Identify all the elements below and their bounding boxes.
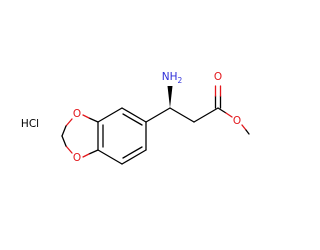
amine-label-main: NH	[162, 71, 178, 83]
amine-label: NH2	[162, 71, 183, 85]
stereo-wedge-bond	[167, 86, 173, 108]
ring-bond-c4-c5	[97, 149, 123, 165]
bond-o2-ch2	[65, 145, 73, 154]
chemical-structure-diagram: NH2 O O O O HCl	[21, 71, 250, 165]
benzene-ring	[97, 107, 147, 165]
carbonyl-oxygen-label: O	[214, 71, 222, 83]
hcl-salt-label: HCl	[21, 118, 39, 130]
ring-bond-c1-c2-inner	[122, 113, 143, 126]
bond-ester-o-to-methyl-carbon	[245, 129, 250, 135]
ring-bond-c6-c1	[97, 107, 123, 123]
side-chain	[145, 85, 250, 135]
ester-oxygen-label: O	[233, 115, 241, 127]
ring-bond-c1-c2	[121, 107, 147, 123]
bond-ch2-to-carbonyl	[193, 107, 219, 123]
bond-ring-to-chiral-carbon	[145, 107, 171, 123]
bond-o1-ch2	[65, 118, 73, 127]
ring-bond-c3-c4	[121, 149, 147, 165]
bond-c5-o2	[88, 149, 99, 155]
amine-label-subscript: 2	[177, 76, 182, 85]
bond-c6-o1-hetero	[82, 114, 90, 119]
bond-c6-o1	[88, 117, 99, 123]
bond-chiral-to-ch2	[169, 107, 195, 123]
ring-bond-c3-c4-inner	[122, 146, 143, 159]
dioxole-oxygen-lower-label: O	[73, 152, 81, 164]
bond-c5-o2-hetero	[82, 153, 90, 158]
bond-o2-ch2-carbon	[61, 135, 67, 147]
bond-o1-ch2-carbon	[61, 125, 67, 137]
bond-carbonyl-to-ester-o	[217, 107, 227, 114]
dioxole-oxygen-upper-label: O	[73, 108, 81, 120]
bond-ester-o-to-methyl	[241, 124, 247, 131]
bond-carbonyl-to-ester-o-hetero	[225, 112, 233, 118]
atom-labels: NH2 O O O O HCl	[21, 71, 241, 164]
dioxole-ring	[61, 114, 99, 158]
